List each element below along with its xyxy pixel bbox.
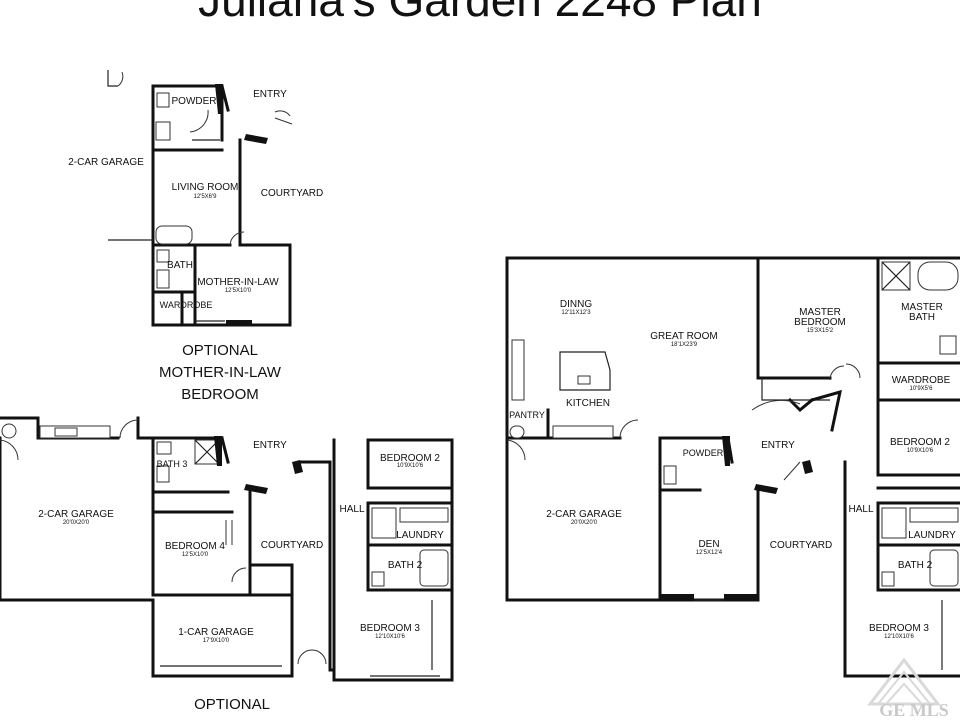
main-wardrobe-dim: 10'9X5'6 [910,386,934,392]
mil-entry-label: ENTRY [253,89,287,100]
left-garage1-dim: 17'9X10'0 [203,638,230,644]
mil-garage-label: 2-CAR GARAGE [68,157,144,168]
main-bedroom3-dim: 12'10X10'6 [884,634,914,640]
main-den-dim: 12'5X12'4 [696,550,723,556]
mil-caption-line-2: MOTHER-IN-LAW [159,364,281,381]
main-wardrobe-label: WARDROBE [892,375,951,386]
main-dining-dim: 12'11X12'3 [561,310,591,316]
main-master-label-2: BEDROOM [794,317,846,328]
main-master-dim: 15'3X15'2 [807,328,834,334]
left-bath3-label: BATH 3 [157,459,188,469]
left-caption: OPTIONAL [194,696,270,713]
mil-caption: OPTIONAL MOTHER-IN-LAW BEDROOM [120,340,320,406]
main-master-label: MASTER [799,307,841,318]
mil-living-label: LIVING ROOM [172,182,239,193]
main-powder-label: POWDER [683,448,724,458]
main-laundry-label: LAUNDRY [908,530,956,541]
mil-bath-label: BATH [167,260,193,271]
left-bedroom3-label: BEDROOM 3 [360,623,420,634]
mil-living-dim: 12'5X6'9 [194,194,218,200]
mil-courtyard-label: COURTYARD [261,188,323,199]
left-laundry-label: LAUNDRY [396,530,444,541]
main-bedroom2-dim: 10'9X10'6 [907,448,934,454]
left-bedroom3-dim: 12'10X10'6 [375,634,405,640]
optional-mother-in-law-plan: POWDER ENTRY 2-CAR GARAGE LIVING ROOM 12… [68,70,323,327]
mil-bedroom-label: MOTHER-IN-LAW [197,277,279,288]
left-garage-label: 2-CAR GARAGE [38,509,114,520]
left-garage1-label: 1-CAR GARAGE [178,627,254,638]
main-bedroom2-label: BEDROOM 2 [890,437,950,448]
left-bedroom2-label: BEDROOM 2 [380,453,440,464]
gemls-logo [866,657,942,706]
left-courtyard-label: COURTYARD [261,540,323,551]
plan-title: Juliana's Garden 2248 Plan [198,0,762,26]
main-bedroom3-label: BEDROOM 3 [869,623,929,634]
optional-left-plan: 2-CAR GARAGE 20'0X20'0 BATH 3 ENTRY BEDR… [0,416,454,682]
left-hall-label: HALL [339,504,364,515]
mil-bedroom-dim: 12'5X10'0 [225,288,252,294]
main-great-room-dim: 18'1X23'9 [671,342,698,348]
left-garage-dim: 20'0X20'0 [63,520,90,526]
left-entry-label: ENTRY [253,440,287,451]
main-bath2-label: BATH 2 [898,560,933,571]
mil-wardrobe-label: WARDROBE [160,300,213,310]
left-bedroom4-dim: 12'5X10'0 [182,552,209,558]
mil-caption-line-3: BEDROOM [181,386,259,403]
main-master-bath-label-2: BATH [909,312,935,323]
main-courtyard-label: COURTYARD [770,540,832,551]
main-entry-label: ENTRY [761,440,795,451]
main-dining-label: DINNG [560,299,592,310]
main-hall-label: HALL [848,504,873,515]
mil-caption-line-1: OPTIONAL [182,342,258,359]
main-kitchen-label: KITCHEN [566,398,610,409]
watermark-text: GE MLS [879,700,949,720]
main-great-room-label: GREAT ROOM [650,331,717,342]
left-bath2-label: BATH 2 [388,560,423,571]
left-bedroom2-dim: 10'9X10'6 [397,463,424,469]
main-master-bath-label: MASTER [901,302,943,313]
main-den-label: DEN [698,539,719,550]
mil-powder-label: POWDER [172,96,217,107]
main-garage-dim: 20'0X20'0 [571,520,598,526]
left-bedroom4-label: BEDROOM 4 [165,541,225,552]
main-garage-label: 2-CAR GARAGE [546,509,622,520]
main-pantry-label: PANTRY [509,410,545,420]
main-plan: DINNG 12'11X12'3 GREAT ROOM 18'1X23'9 MA… [505,256,960,678]
